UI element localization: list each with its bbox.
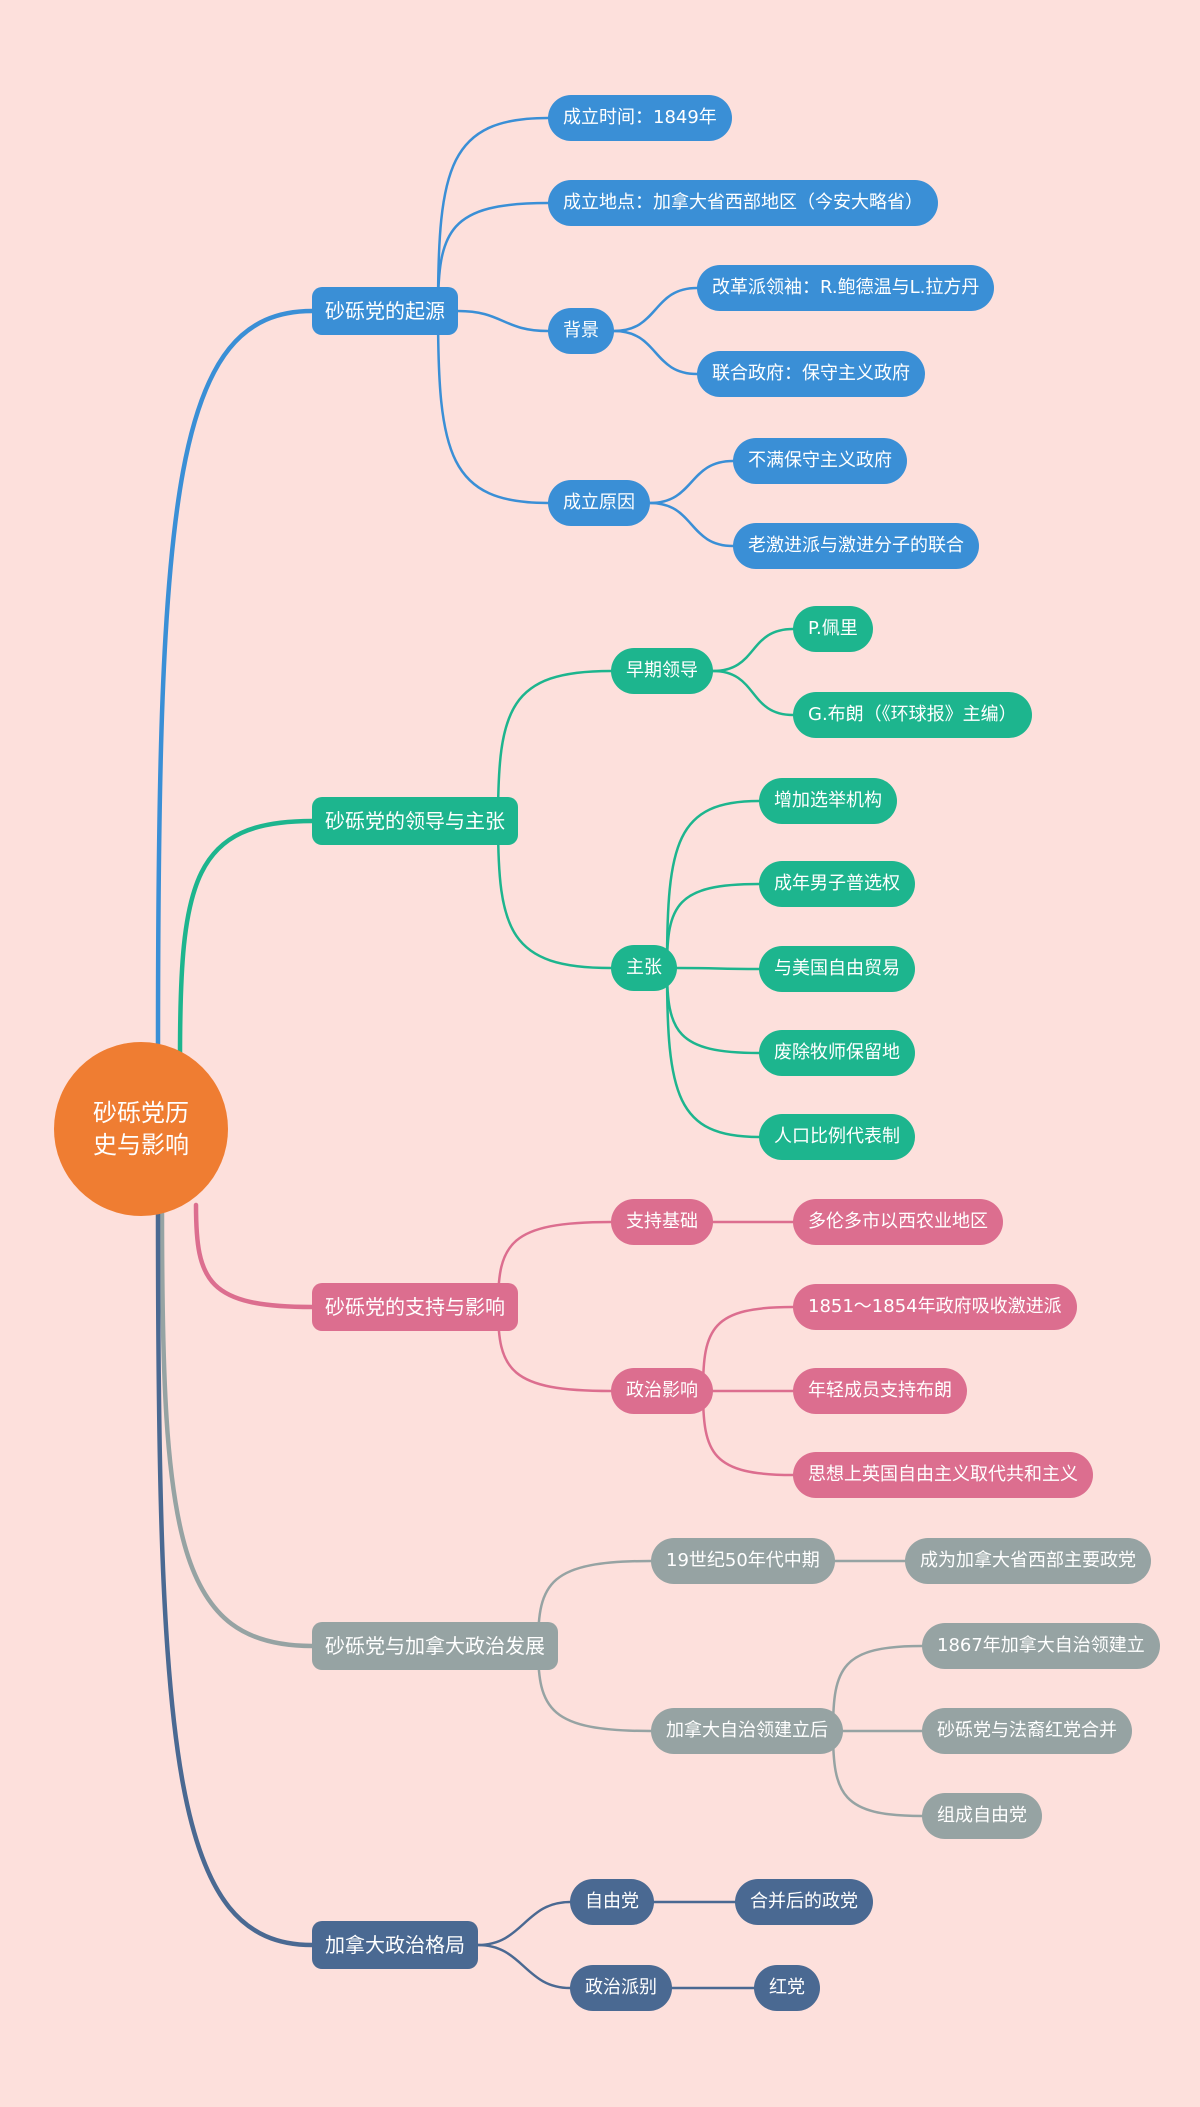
branch-1-sub-3-leaf-1[interactable]: 改革派领袖：R.鲍德温与L.拉方丹 xyxy=(697,265,995,311)
branch-2-sub-1[interactable]: 早期领导 xyxy=(611,648,713,694)
edge-b2-s1 xyxy=(496,669,613,823)
branch-4-sub-1-leaf-1[interactable]: 成为加拿大省西部主要政党 xyxy=(905,1538,1151,1584)
edge-b2-s2 xyxy=(496,819,613,970)
edge-b3-s2-l1 xyxy=(701,1305,795,1393)
branch-1-sub-4-leaf-1[interactable]: 不满保守主义政府 xyxy=(733,438,907,484)
branch-2-sub-2-leaf-1[interactable]: 增加选举机构 xyxy=(759,778,897,824)
edge-b2-s1-l1 xyxy=(711,627,795,673)
edge-root-branch-4 xyxy=(159,1209,315,1649)
edge-b4-s2-l3 xyxy=(831,1729,924,1818)
branch-5-sub-1[interactable]: 自由党 xyxy=(570,1879,654,1925)
branch-4-sub-1[interactable]: 19世纪50年代中期 xyxy=(651,1538,835,1584)
branch-2-sub-2[interactable]: 主张 xyxy=(611,945,677,991)
branch-2-sub-2-leaf-3[interactable]: 与美国自由贸易 xyxy=(759,946,915,992)
edge-root-branch-2 xyxy=(177,818,315,1060)
edge-b1-s2 xyxy=(436,201,550,313)
branch-2-sub-2-leaf-4[interactable]: 废除牧师保留地 xyxy=(759,1030,915,1076)
edge-b2-s2-l1 xyxy=(665,799,761,970)
branch-3-sub-2-leaf-1[interactable]: 1851～1854年政府吸收激进派 xyxy=(793,1284,1077,1330)
branch-4-sub-2-leaf-3[interactable]: 组成自由党 xyxy=(922,1793,1042,1839)
edge-b2-s2-l3 xyxy=(675,966,761,971)
branch-4-sub-2-leaf-1[interactable]: 1867年加拿大自治领建立 xyxy=(922,1623,1160,1669)
edge-b1-s4-l1 xyxy=(648,459,735,505)
edge-root-branch-5 xyxy=(155,1207,315,1948)
edge-b2-s2-l5 xyxy=(665,966,761,1139)
edge-b1-s1 xyxy=(436,116,550,313)
edge-b3-s2-l3 xyxy=(701,1389,795,1477)
branch-2-topic[interactable]: 砂砾党的领导与主张 xyxy=(312,797,518,845)
branch-3-sub-2-leaf-2[interactable]: 年轻成员支持布朗 xyxy=(793,1368,967,1414)
branch-3-sub-2-leaf-3[interactable]: 思想上英国自由主义取代共和主义 xyxy=(793,1452,1093,1498)
edge-b1-s3-l1 xyxy=(612,286,699,333)
branch-1-sub-3[interactable]: 背景 xyxy=(548,308,614,354)
edge-b1-s3 xyxy=(456,309,550,333)
branch-3-sub-1[interactable]: 支持基础 xyxy=(611,1199,713,1245)
edge-b1-s4-l2 xyxy=(648,501,735,548)
edge-b5-s2 xyxy=(476,1943,572,1990)
branch-2-sub-1-leaf-1[interactable]: P.佩里 xyxy=(793,606,873,652)
branch-3-topic[interactable]: 砂砾党的支持与影响 xyxy=(312,1283,518,1331)
branch-1-sub-3-leaf-2[interactable]: 联合政府：保守主义政府 xyxy=(697,351,925,397)
branch-4-sub-2-leaf-2[interactable]: 砂砾党与法裔红党合并 xyxy=(922,1708,1132,1754)
branch-5-sub-2[interactable]: 政治派别 xyxy=(570,1965,672,2011)
branch-3-sub-2[interactable]: 政治影响 xyxy=(611,1368,713,1414)
edge-b1-s3-l2 xyxy=(612,329,699,376)
branch-1-sub-1[interactable]: 成立时间：1849年 xyxy=(548,95,732,141)
branch-3-sub-1-leaf-1[interactable]: 多伦多市以西农业地区 xyxy=(793,1199,1003,1245)
branch-1-sub-4-leaf-2[interactable]: 老激进派与激进分子的联合 xyxy=(733,523,979,569)
edge-root-branch-1 xyxy=(155,308,315,1048)
branch-5-sub-1-leaf-1[interactable]: 合并后的政党 xyxy=(735,1879,873,1925)
branch-1-sub-4[interactable]: 成立原因 xyxy=(548,480,650,526)
branch-4-topic[interactable]: 砂砾党与加拿大政治发展 xyxy=(312,1622,558,1670)
branch-5-topic[interactable]: 加拿大政治格局 xyxy=(312,1921,478,1969)
branch-1-topic[interactable]: 砂砾党的起源 xyxy=(312,287,458,335)
edge-b4-s2-l1 xyxy=(831,1644,924,1733)
root-topic[interactable]: 砂砾党历史与影响 xyxy=(54,1042,228,1216)
edge-b2-s2-l4 xyxy=(665,966,761,1055)
branch-2-sub-2-leaf-5[interactable]: 人口比例代表制 xyxy=(759,1114,915,1160)
edge-b2-s1-l2 xyxy=(711,669,795,717)
edge-root-branch-3 xyxy=(193,1202,315,1310)
edge-b1-s4 xyxy=(436,309,550,505)
branch-2-sub-2-leaf-2[interactable]: 成年男子普选权 xyxy=(759,861,915,907)
branch-1-sub-2[interactable]: 成立地点：加拿大省西部地区（今安大略省） xyxy=(548,180,938,226)
branch-4-sub-2[interactable]: 加拿大自治领建立后 xyxy=(651,1708,843,1754)
edge-b2-s2-l2 xyxy=(665,882,761,970)
branch-5-sub-2-leaf-1[interactable]: 红党 xyxy=(754,1965,820,2011)
edge-b5-s1 xyxy=(476,1900,572,1947)
branch-2-sub-1-leaf-2[interactable]: G.布朗（《环球报》主编） xyxy=(793,692,1032,738)
